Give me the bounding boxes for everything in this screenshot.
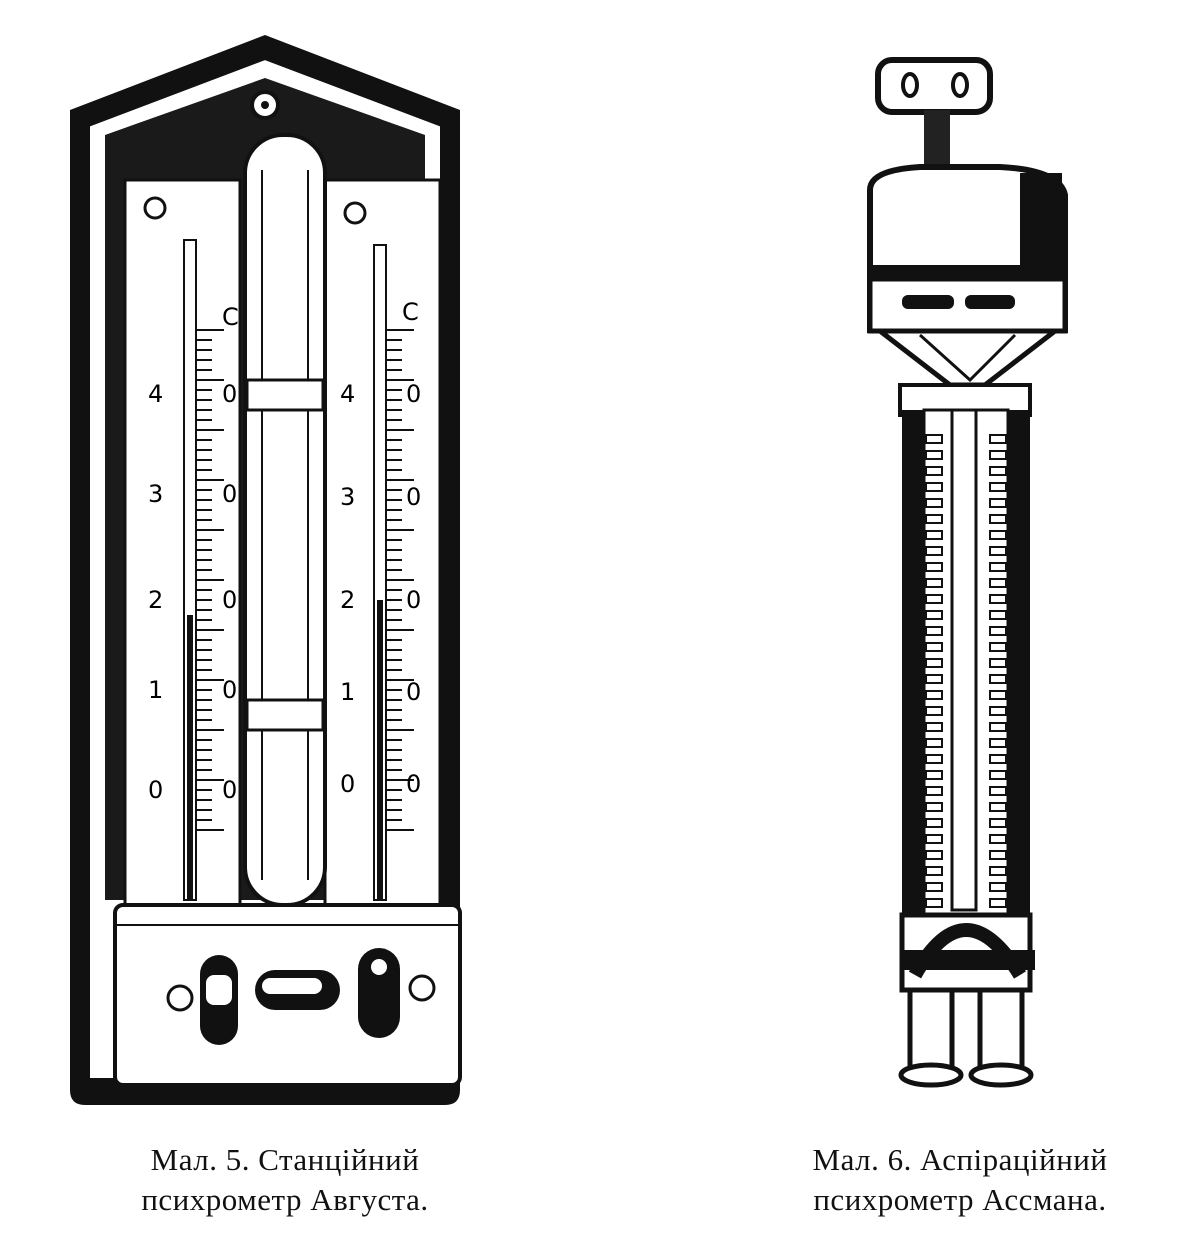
wet-thermometer: C 4 0 3 0 2 0 1 0 0 0 (340, 244, 421, 901)
scale-label: 0 (406, 380, 421, 408)
thermometer-scale-segment (925, 626, 943, 636)
thermometer-scale-segment (925, 610, 943, 620)
thermometer-scale-segment (925, 530, 943, 540)
thermometer-scale-segment (925, 866, 943, 876)
thermometer-scale-segment (989, 882, 1007, 892)
thermometer-scale-segment (925, 722, 943, 732)
caption-line: Мал. 6. Аспіраційний (812, 1142, 1108, 1177)
scale-label: 0 (406, 770, 421, 798)
thermometer-scale-segment (925, 562, 943, 572)
thermometer-scale-segment (989, 738, 1007, 748)
thermometer-scale-segment (989, 498, 1007, 508)
figure-5-caption: Мал. 5. Станційний психрометр Августа. (60, 1140, 510, 1220)
thermometer-scale-segment (925, 642, 943, 652)
thermometer-scale-segment (925, 770, 943, 780)
thermometer-scale-segment (925, 514, 943, 524)
scale-label: 0 (222, 776, 237, 804)
thermometer-scale-segment (989, 642, 1007, 652)
thermometer-scale-segment (925, 434, 943, 444)
thermometer-scale-segment (989, 770, 1007, 780)
caption-line: психрометр Августа. (141, 1182, 429, 1217)
thermometer-scale-segment (925, 594, 943, 604)
thermometer-scale-segment (989, 530, 1007, 540)
thermometer-scale-segment (989, 834, 1007, 844)
scale-label: 2 (148, 586, 163, 614)
thermometer-scale-segment (925, 802, 943, 812)
scale-label: 4 (148, 380, 163, 408)
thermometer-scale-segment (989, 898, 1007, 908)
scale-label: 0 (406, 483, 421, 511)
thermometer-scale-segment (925, 738, 943, 748)
thermometer-scale-segment (989, 818, 1007, 828)
thermometer-scale-segment (925, 690, 943, 700)
august-psychrometer-illustration: C 4 0 3 0 2 0 1 0 0 0 C 4 0 3 0 2 0 1 0 … (70, 35, 462, 1105)
thermometer-scale-segment (925, 818, 943, 828)
unit-label-left: C (222, 303, 239, 331)
scale-label: 0 (222, 380, 237, 408)
thermometer-scale-segment (989, 450, 1007, 460)
scale-label: 0 (406, 678, 421, 706)
thermometer-scale-segment (989, 706, 1007, 716)
scale-label: 2 (340, 586, 355, 614)
scale-label: 1 (340, 678, 355, 706)
thermometer-scale-segment (989, 626, 1007, 636)
thermometer-scale-segment (989, 594, 1007, 604)
caption-line: Мал. 5. Станційний (150, 1142, 420, 1177)
thermometer-scale-segment (989, 434, 1007, 444)
thermometer-scale-segment (989, 722, 1007, 732)
thermometer-scale-segment (925, 674, 943, 684)
figure-6-caption: Мал. 6. Аспіраційний психрометр Ассмана. (740, 1140, 1180, 1220)
thermometer-scale-segment (989, 674, 1007, 684)
thermometer-scale-segment (989, 802, 1007, 812)
scale-label: 4 (340, 380, 355, 408)
scale-label: 0 (148, 776, 163, 804)
thermometer-scale-segment (989, 658, 1007, 668)
assmann-psychrometer-illustration (867, 57, 1068, 1088)
scale-label: 1 (148, 676, 163, 704)
thermometer-scale-segment (989, 546, 1007, 556)
thermometer-scale-segment (925, 498, 943, 508)
dry-thermometer: C 4 0 3 0 2 0 1 0 0 0 (148, 239, 239, 901)
thermometer-scale-segment (989, 578, 1007, 588)
scale-label: 0 (222, 676, 237, 704)
thermometer-scale-segment (989, 850, 1007, 860)
thermometer-scale-segment (989, 866, 1007, 876)
thermometer-scale-segment (989, 690, 1007, 700)
thermometer-scale-segment (989, 466, 1007, 476)
scale-label: 0 (340, 770, 355, 798)
thermometer-scale-segment (925, 450, 943, 460)
thermometer-scale-segment (925, 754, 943, 764)
thermometer-scale-segment (925, 578, 943, 588)
thermometer-scale-segment (989, 482, 1007, 492)
scale-label: 0 (222, 480, 237, 508)
thermometer-scale-segment (925, 466, 943, 476)
thermometer-scale-segment (989, 514, 1007, 524)
unit-label-right: C (402, 298, 419, 326)
scale-label: 3 (340, 483, 355, 511)
thermometer-scale-segment (989, 754, 1007, 764)
thermometer-scale-segment (925, 882, 943, 892)
caption-line: психрометр Ассмана. (813, 1182, 1107, 1217)
thermometer-scale-segment (925, 786, 943, 796)
scale-label: 0 (222, 586, 237, 614)
thermometer-scale-segment (925, 546, 943, 556)
thermometer-scale-segment (989, 562, 1007, 572)
thermometer-scale-segment (989, 610, 1007, 620)
thermometer-scale-segment (989, 786, 1007, 796)
thermometer-scale-segment (925, 850, 943, 860)
thermometer-scale-segment (925, 898, 943, 908)
thermometer-scale-segment (925, 658, 943, 668)
scale-label: 0 (406, 586, 421, 614)
scale-label: 3 (148, 480, 163, 508)
thermometer-scale-segment (925, 834, 943, 844)
thermometer-scale-segment (925, 706, 943, 716)
thermometer-scale-segment (925, 482, 943, 492)
